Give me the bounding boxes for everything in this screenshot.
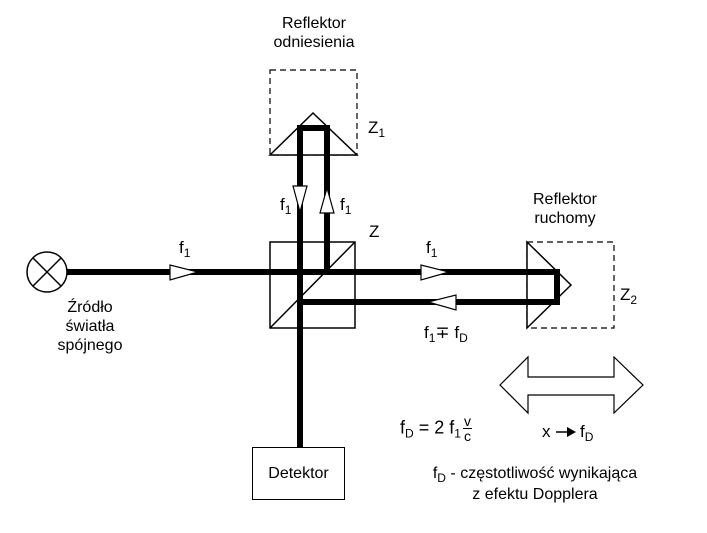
fd-sub: D xyxy=(459,331,468,345)
beam-label-f1-mp-fd: f1∓ fD xyxy=(424,323,468,345)
beam-splitter-diagonal xyxy=(269,241,356,329)
arrow-right-icon xyxy=(169,264,201,281)
motion-f-base: f xyxy=(580,422,585,441)
moving-reflector-label-line2: ruchomy xyxy=(534,210,596,227)
legend-f-base: f xyxy=(432,465,438,482)
formula-lhs-base: f xyxy=(400,417,406,438)
motion-f-sub: D xyxy=(584,430,594,444)
formula-f-base: f xyxy=(449,417,455,438)
formula-denominator: c xyxy=(463,428,471,444)
x-to-fd-arrow-icon xyxy=(567,427,576,437)
formula-numerator: v xyxy=(462,413,472,429)
f-base: f xyxy=(179,238,184,257)
z1-sub: 1 xyxy=(378,126,386,140)
doppler-legend-line1: fD - częstotliwość wynikająca xyxy=(400,463,670,484)
beam-splitter xyxy=(269,241,356,329)
f-sub: 1 xyxy=(430,246,438,260)
detector-label: Detektor xyxy=(268,464,329,482)
beam-label-f1-down: f1 xyxy=(280,195,292,217)
f-base: f xyxy=(280,195,285,214)
f-base: f xyxy=(340,195,345,214)
f-sub: 1 xyxy=(428,331,436,345)
arrow-up-icon xyxy=(319,185,335,214)
arrow-down-icon xyxy=(292,185,308,215)
f-sub: 1 xyxy=(344,203,352,217)
source-label-line1: Źródło xyxy=(67,299,113,316)
legend-f-sub: D xyxy=(437,471,446,485)
detector-box: Detektor xyxy=(252,447,345,500)
reference-reflector-label-line1: Reflektor xyxy=(281,15,347,32)
z2-sub: 2 xyxy=(630,293,638,307)
formula-equals: = xyxy=(418,417,430,438)
reference-reflector-label-line2: odniesienia xyxy=(273,34,355,51)
source-label-line2: światła xyxy=(65,318,115,335)
formula-f-sub: 1 xyxy=(454,426,461,441)
motion-x-label: x xyxy=(542,422,551,442)
moving-reflector-label: Reflektor ruchomy xyxy=(520,190,610,228)
arrow-right-icon xyxy=(420,264,452,281)
f-base: f xyxy=(454,323,460,342)
formula-lhs-sub: D xyxy=(405,426,414,441)
reference-reflector-prism xyxy=(268,111,359,156)
motion-fd-label: fD xyxy=(580,422,594,444)
beam-label-f1-to-moving: f1 xyxy=(426,238,438,260)
z1-base: Z xyxy=(368,118,379,137)
beam-label-f1-source: f1 xyxy=(179,238,191,260)
z2-label: Z2 xyxy=(620,285,638,307)
motion-double-arrow-icon xyxy=(499,355,644,415)
arrow-left-icon xyxy=(425,294,457,311)
formula-coef: 2 xyxy=(434,417,445,438)
beam-label-f1-up: f1 xyxy=(340,195,352,217)
motion-x: x xyxy=(542,422,551,441)
moving-reflector-label-line1: Reflektor xyxy=(532,191,598,208)
source-label: Źródło światła spójnego xyxy=(45,298,135,355)
legend-line1-text: - częstotliwość wynikająca xyxy=(445,465,638,482)
z-label: Z xyxy=(369,222,379,242)
moving-reflector-prism xyxy=(526,240,573,330)
z1-label: Z1 xyxy=(368,118,386,140)
minus-plus-sign: ∓ xyxy=(435,323,450,342)
z2-base: Z xyxy=(620,285,631,304)
doppler-legend: fD - częstotliwość wynikająca z efektu D… xyxy=(400,463,670,505)
source-lamp-cross-b xyxy=(32,257,62,287)
doppler-legend-line2: z efektu Dopplera xyxy=(472,486,598,503)
z-text: Z xyxy=(369,222,380,241)
reference-reflector-label: Reflektor odniesienia xyxy=(262,14,366,52)
f-sub: 1 xyxy=(284,203,292,217)
source-label-line3: spójnego xyxy=(57,337,123,354)
f-base: f xyxy=(424,323,429,342)
f-sub: 1 xyxy=(183,246,191,260)
f-base: f xyxy=(426,238,431,257)
